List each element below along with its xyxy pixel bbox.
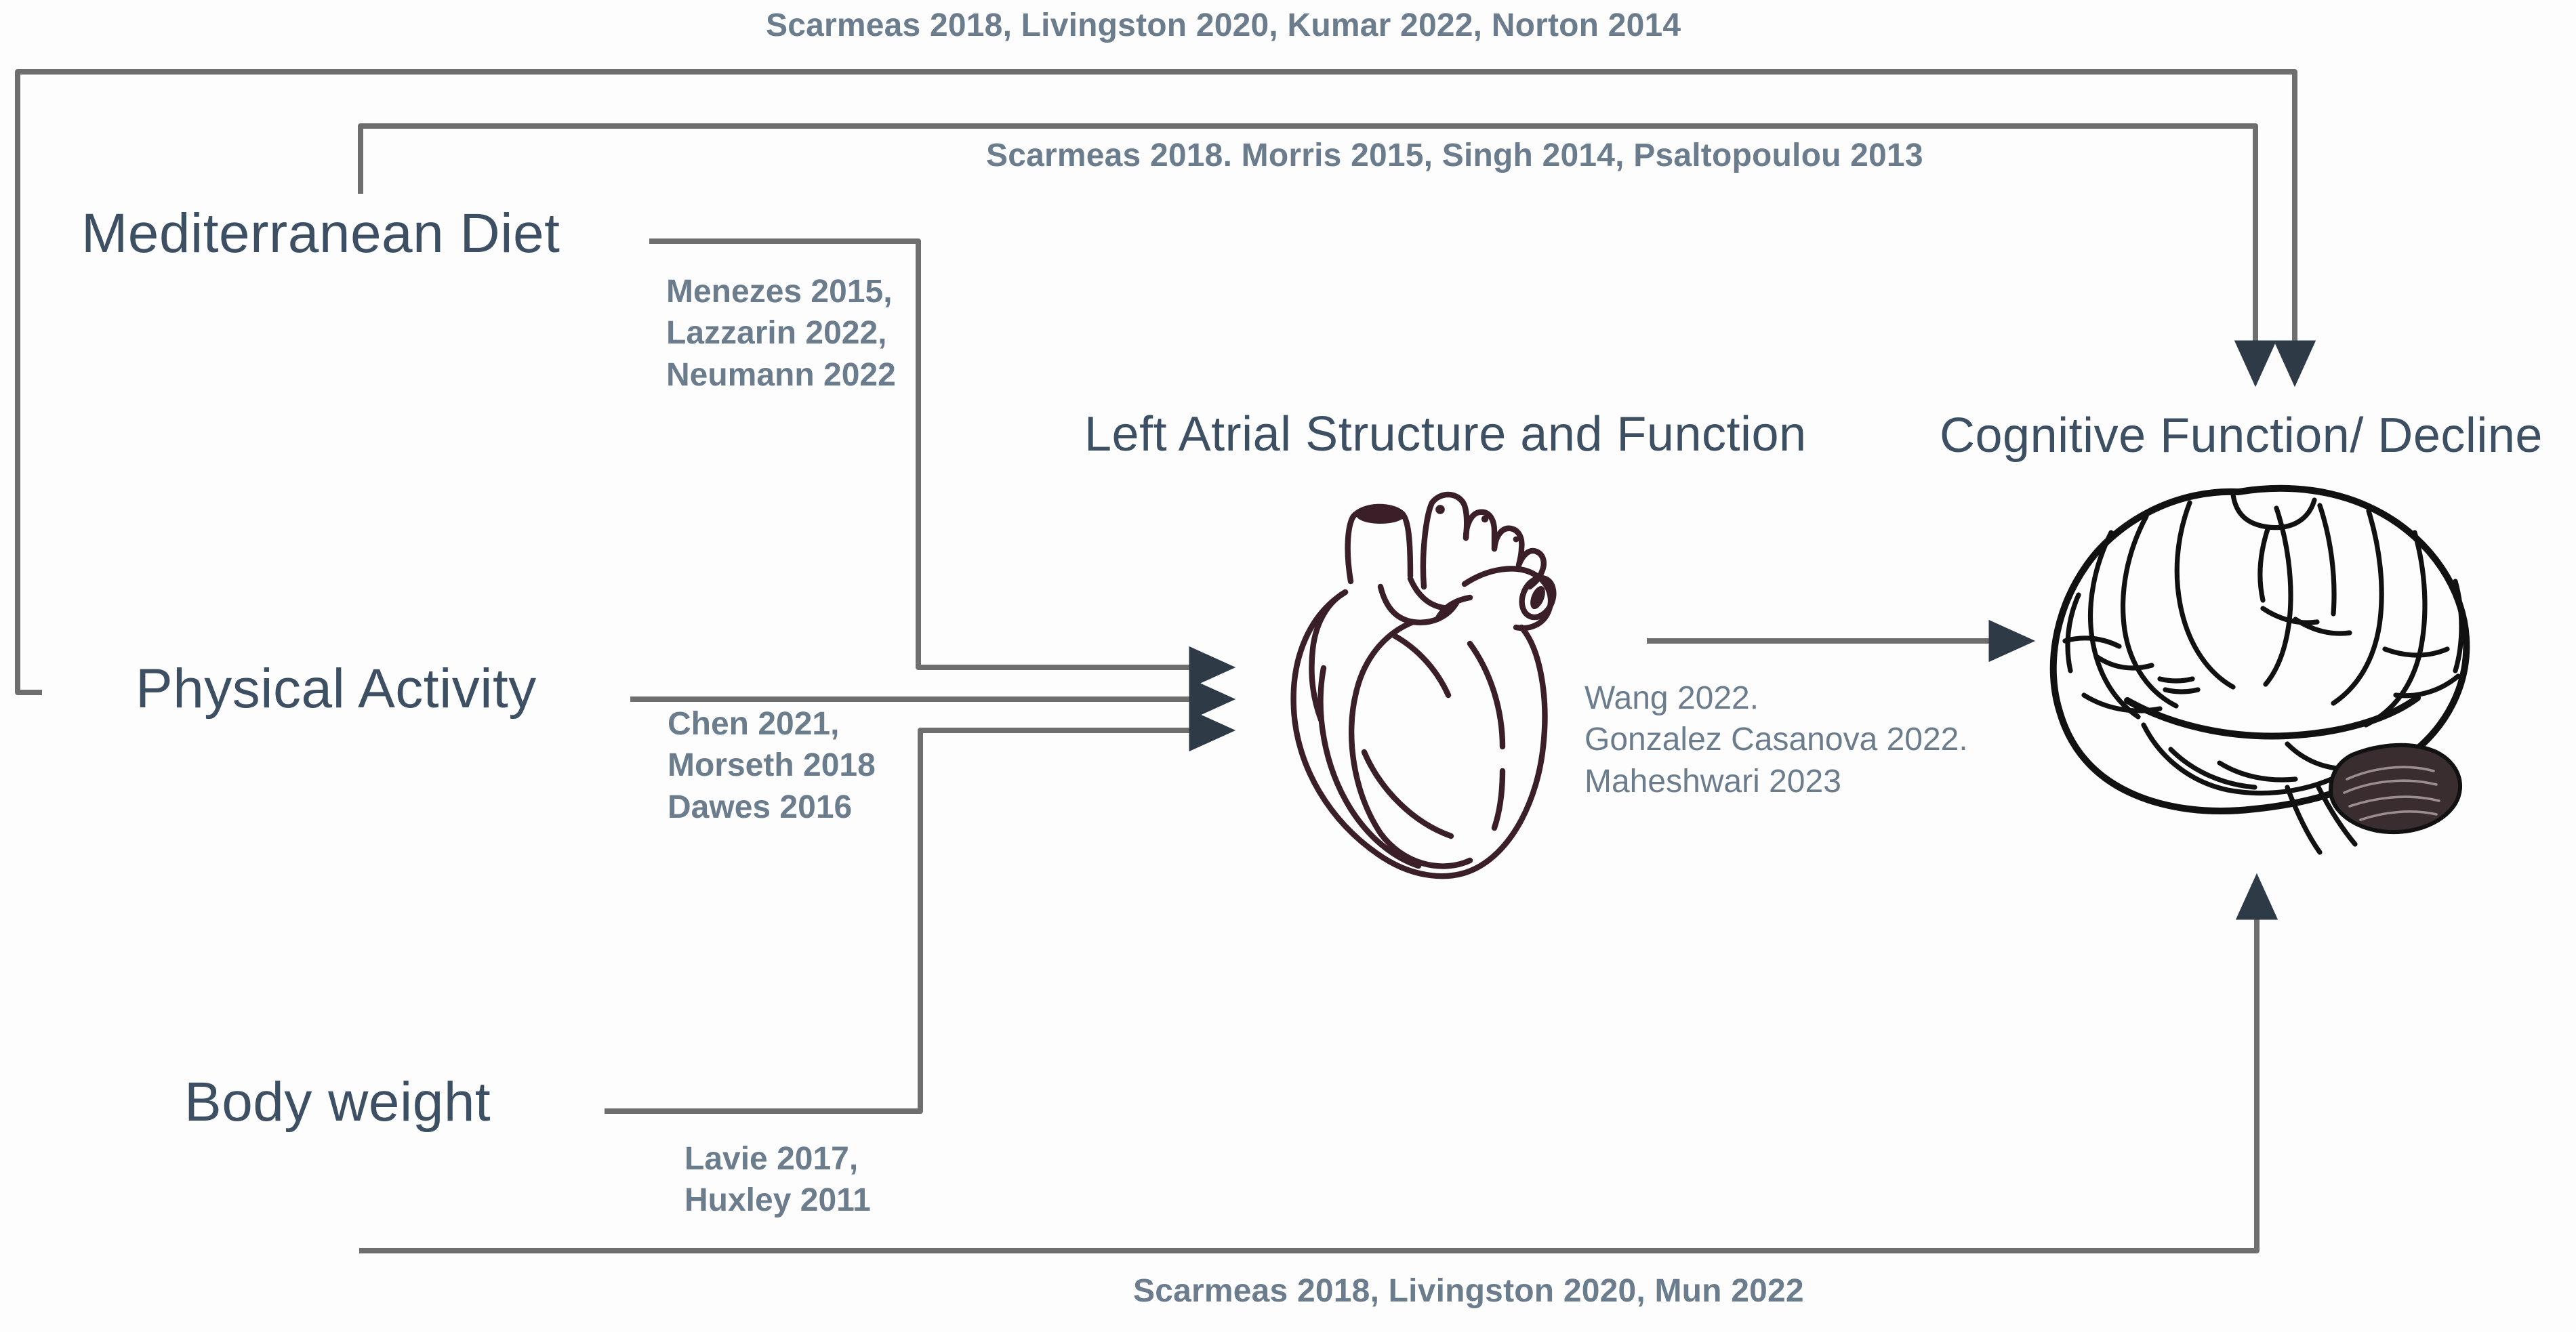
connector-diet-to-heart bbox=[649, 238, 1236, 689]
citation-top-inner: Scarmeas 2018. Morris 2015, Singh 2014, … bbox=[986, 138, 1923, 173]
node-label-left-atrial-structure-and-function: Left Atrial Structure and Function bbox=[1084, 407, 1807, 461]
node-label-physical-activity: Physical Activity bbox=[136, 658, 537, 720]
brain-lateral-icon bbox=[2049, 484, 2470, 855]
citation-line: Lazzarin 2022, bbox=[666, 315, 887, 352]
node-label-body-weight: Body weight bbox=[184, 1071, 491, 1133]
heart-anatomical-icon bbox=[1290, 491, 1557, 879]
citation-line: Dawes 2016 bbox=[668, 789, 853, 825]
connector-diet-to-cognition-top bbox=[358, 123, 2277, 388]
citation-line: Chen 2021, bbox=[668, 706, 840, 742]
citation-activity-to-heart: Chen 2021, Morseth 2018 Dawes 2016 bbox=[668, 703, 876, 828]
connector-bottom-to-cognition bbox=[359, 873, 2278, 1253]
citation-line: Menezes 2015, bbox=[666, 274, 893, 310]
citation-line: Morseth 2018 bbox=[668, 747, 876, 784]
connector-body-weight-to-heart bbox=[605, 709, 1236, 1114]
citation-line: Maheshwari 2023 bbox=[1585, 763, 1841, 799]
citation-line: Lavie 2017, bbox=[684, 1141, 859, 1177]
citation-heart-to-brain: Wang 2022. Gonzalez Casanova 2022. Mahes… bbox=[1585, 678, 1968, 802]
citation-line: Neumann 2022 bbox=[666, 356, 896, 393]
citation-line: Huxley 2011 bbox=[684, 1182, 871, 1219]
node-label-cognitive-function-decline: Cognitive Function/ Decline bbox=[1940, 409, 2543, 463]
node-label-mediterranean-diet: Mediterranean Diet bbox=[81, 203, 560, 264]
citation-top-outer: Scarmeas 2018, Livingston 2020, Kumar 20… bbox=[766, 7, 1681, 43]
connector-physical-activity-to-cognition-top bbox=[15, 69, 2316, 695]
citation-bottom: Scarmeas 2018, Livingston 2020, Mun 2022 bbox=[1133, 1273, 1804, 1309]
citation-line: Wang 2022. bbox=[1585, 680, 1759, 716]
citation-weight-to-heart: Lavie 2017, Huxley 2011 bbox=[684, 1138, 871, 1222]
citation-diet-to-heart: Menezes 2015, Lazzarin 2022, Neumann 202… bbox=[666, 271, 896, 396]
citation-line: Gonzalez Casanova 2022. bbox=[1585, 722, 1968, 758]
